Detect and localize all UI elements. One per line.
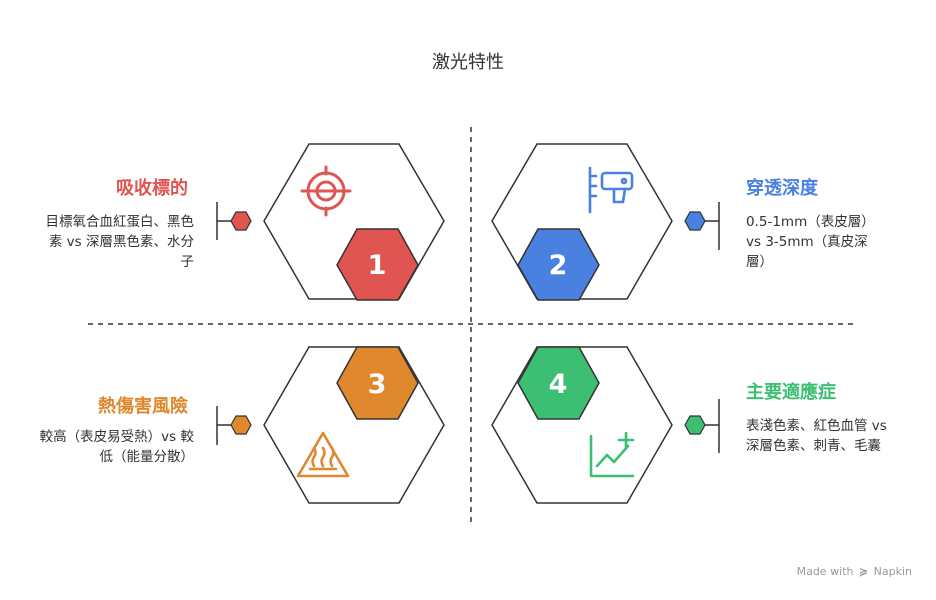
napkin-brand: Napkin bbox=[873, 565, 912, 578]
description-3: 較高（表皮易受熱）vs 較低（能量分散） bbox=[39, 429, 194, 465]
target-icon bbox=[300, 165, 352, 217]
connector-node-3 bbox=[230, 415, 252, 435]
heading-2: 穿透深度 bbox=[746, 178, 818, 199]
number-4: 4 bbox=[549, 369, 568, 400]
quadrant-4: 4 bbox=[491, 346, 720, 504]
heat-warning-icon bbox=[296, 431, 350, 478]
chart-plus-icon bbox=[589, 431, 635, 478]
napkin-logo-icon: ≽ bbox=[858, 565, 869, 578]
number-hexagon-4 bbox=[517, 346, 600, 420]
number-hexagon-3 bbox=[336, 346, 419, 420]
connector-node-4 bbox=[684, 415, 706, 435]
number-1: 1 bbox=[368, 250, 387, 281]
quadrant-1: 1 bbox=[216, 143, 445, 301]
connector-node-1 bbox=[230, 211, 252, 231]
footer: Made with ≽ Napkin bbox=[797, 565, 912, 578]
diagram-title: 激光特性 bbox=[432, 52, 504, 73]
made-with-label: Made with bbox=[796, 565, 854, 578]
number-2: 2 bbox=[549, 250, 568, 281]
number-hexagon-1 bbox=[336, 228, 419, 301]
heading-3: 熱傷害風險 bbox=[98, 396, 188, 417]
description-4: 表淺色素、紅色血管 vs 深層色素、刺青、毛囊 bbox=[746, 418, 887, 454]
number-hexagon-2 bbox=[517, 228, 600, 301]
quadrant-2: 2 bbox=[491, 143, 720, 301]
description-1: 目標氧合血紅蛋白、黑色素 vs 深層黑色素、水分子 bbox=[45, 214, 195, 270]
laser-device-icon bbox=[588, 166, 634, 214]
heading-1: 吸收標的 bbox=[116, 178, 188, 199]
heading-4: 主要適應症 bbox=[746, 382, 836, 403]
description-2: 0.5-1mm（表皮層）vs 3-5mm（真皮深層） bbox=[746, 214, 875, 270]
connector-node-2 bbox=[684, 211, 706, 231]
quadrant-3: 3 bbox=[216, 346, 445, 504]
number-3: 3 bbox=[368, 369, 387, 400]
